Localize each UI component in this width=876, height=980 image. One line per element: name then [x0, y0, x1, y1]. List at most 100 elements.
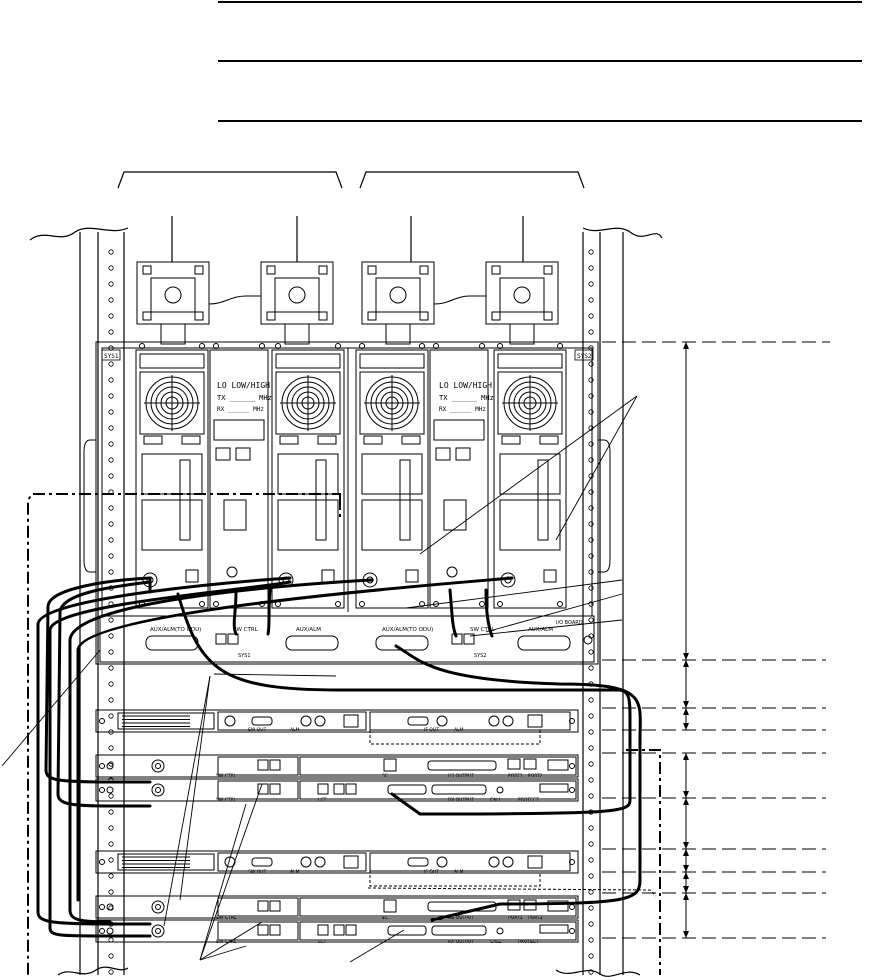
led-box [317, 435, 337, 445]
fan-housing [139, 371, 205, 435]
module-panel [361, 499, 423, 551]
ifu-knob [300, 715, 312, 727]
rj-port [269, 924, 281, 936]
nameplate [117, 712, 215, 730]
lo-label-2-tx: TX ______ MHz [439, 394, 494, 402]
rack-hole [588, 601, 594, 607]
cable-tie [315, 459, 327, 541]
arrow-head [683, 723, 689, 730]
u3-protect: PROTECT [518, 797, 539, 803]
call-button [496, 927, 504, 935]
header-lines [218, 1, 862, 122]
u4-alm: ALM [290, 869, 300, 875]
ifu-knob [436, 856, 448, 868]
module-panel [499, 453, 561, 495]
unit-screw [569, 763, 575, 769]
ifu-switch [527, 855, 543, 869]
arrow-head [683, 753, 689, 760]
odu-module [209, 349, 269, 609]
coax-connector [151, 783, 165, 797]
rack-hole [588, 953, 594, 959]
led [106, 786, 114, 794]
odu-modules [135, 343, 567, 612]
screw [335, 601, 341, 607]
lo-coax [226, 566, 238, 578]
screw [419, 343, 425, 349]
antenna-plate [260, 261, 334, 325]
rj-port [269, 783, 281, 795]
waveguide [433, 295, 486, 305]
screw [557, 343, 563, 349]
io-board [99, 615, 595, 663]
rack-hole [588, 569, 594, 575]
unit-screw [569, 787, 575, 793]
rack-hole [588, 553, 594, 559]
rack-hole [588, 889, 594, 895]
rack-hole [588, 745, 594, 751]
arrow-head [683, 342, 689, 349]
mdp-panel [217, 921, 299, 941]
rj-port [333, 783, 345, 795]
arrow-head [683, 931, 689, 938]
antenna-flange [288, 286, 306, 304]
screw [139, 343, 145, 349]
ifu-panel [217, 711, 367, 731]
rack-hole [108, 761, 114, 767]
ifu-knob [436, 715, 448, 727]
odu-module [135, 349, 209, 609]
rack-hole [108, 889, 114, 895]
cable-tie [537, 459, 549, 541]
unit-labels: SW OUT ALM IF OUT ALM SW CTRL SC HS OUTP… [216, 727, 543, 945]
arrow-head [683, 886, 689, 893]
rack-hole [108, 505, 114, 511]
lo-panel [443, 499, 467, 531]
nameplate [117, 853, 215, 871]
lo-label-1: LO LOW/HIGH TX ______ MHz RX ______ MHz [217, 381, 272, 413]
antenna-body [150, 277, 196, 313]
lo-label-1-line1: LO LOW/HIGH [217, 381, 270, 390]
ifu-panel [217, 852, 367, 872]
antenna-bolt [194, 265, 204, 275]
rack-hole [588, 377, 594, 383]
coax-connector-inner [155, 787, 161, 793]
rack-hole [588, 489, 594, 495]
rack-hole [108, 681, 114, 687]
dsub [387, 925, 427, 936]
lo-port [235, 447, 251, 461]
rack-hole [108, 873, 114, 879]
1u-unit [95, 895, 579, 919]
screw [479, 601, 485, 607]
rack-hole [108, 265, 114, 271]
lo-label-2-line1: LO LOW/HIGH [439, 381, 492, 390]
coax-connector-inner [155, 928, 161, 934]
mdp-panel [299, 921, 577, 941]
u5-sc: SC [382, 915, 388, 921]
leader-lines [1, 395, 638, 963]
arrow-head [683, 872, 689, 879]
rack-hole [108, 745, 114, 751]
rack-hole [108, 825, 114, 831]
antenna-plate [361, 261, 435, 325]
rack-hole [588, 297, 594, 303]
mdp-panel [217, 756, 299, 776]
rack-hole [588, 713, 594, 719]
screw [359, 601, 365, 607]
rack-hole [588, 825, 594, 831]
rack-hole [108, 281, 114, 287]
odu-module [271, 349, 345, 609]
rack-hole [588, 249, 594, 255]
lo-label-1-rx: RX ______ MHz [217, 406, 264, 413]
led [106, 903, 114, 911]
antenna-bolt [194, 311, 204, 321]
sys2-label: SYS2 [577, 353, 592, 360]
antenna-flange [164, 286, 182, 304]
mdp-panel [299, 897, 577, 917]
led-box [401, 435, 421, 445]
1u-unit [95, 919, 579, 943]
rj-port [383, 899, 397, 913]
led [106, 927, 114, 935]
coax-cables [36, 576, 642, 938]
module-label [139, 353, 205, 369]
rack-hole [588, 457, 594, 463]
u3-call: CALL [490, 797, 502, 803]
